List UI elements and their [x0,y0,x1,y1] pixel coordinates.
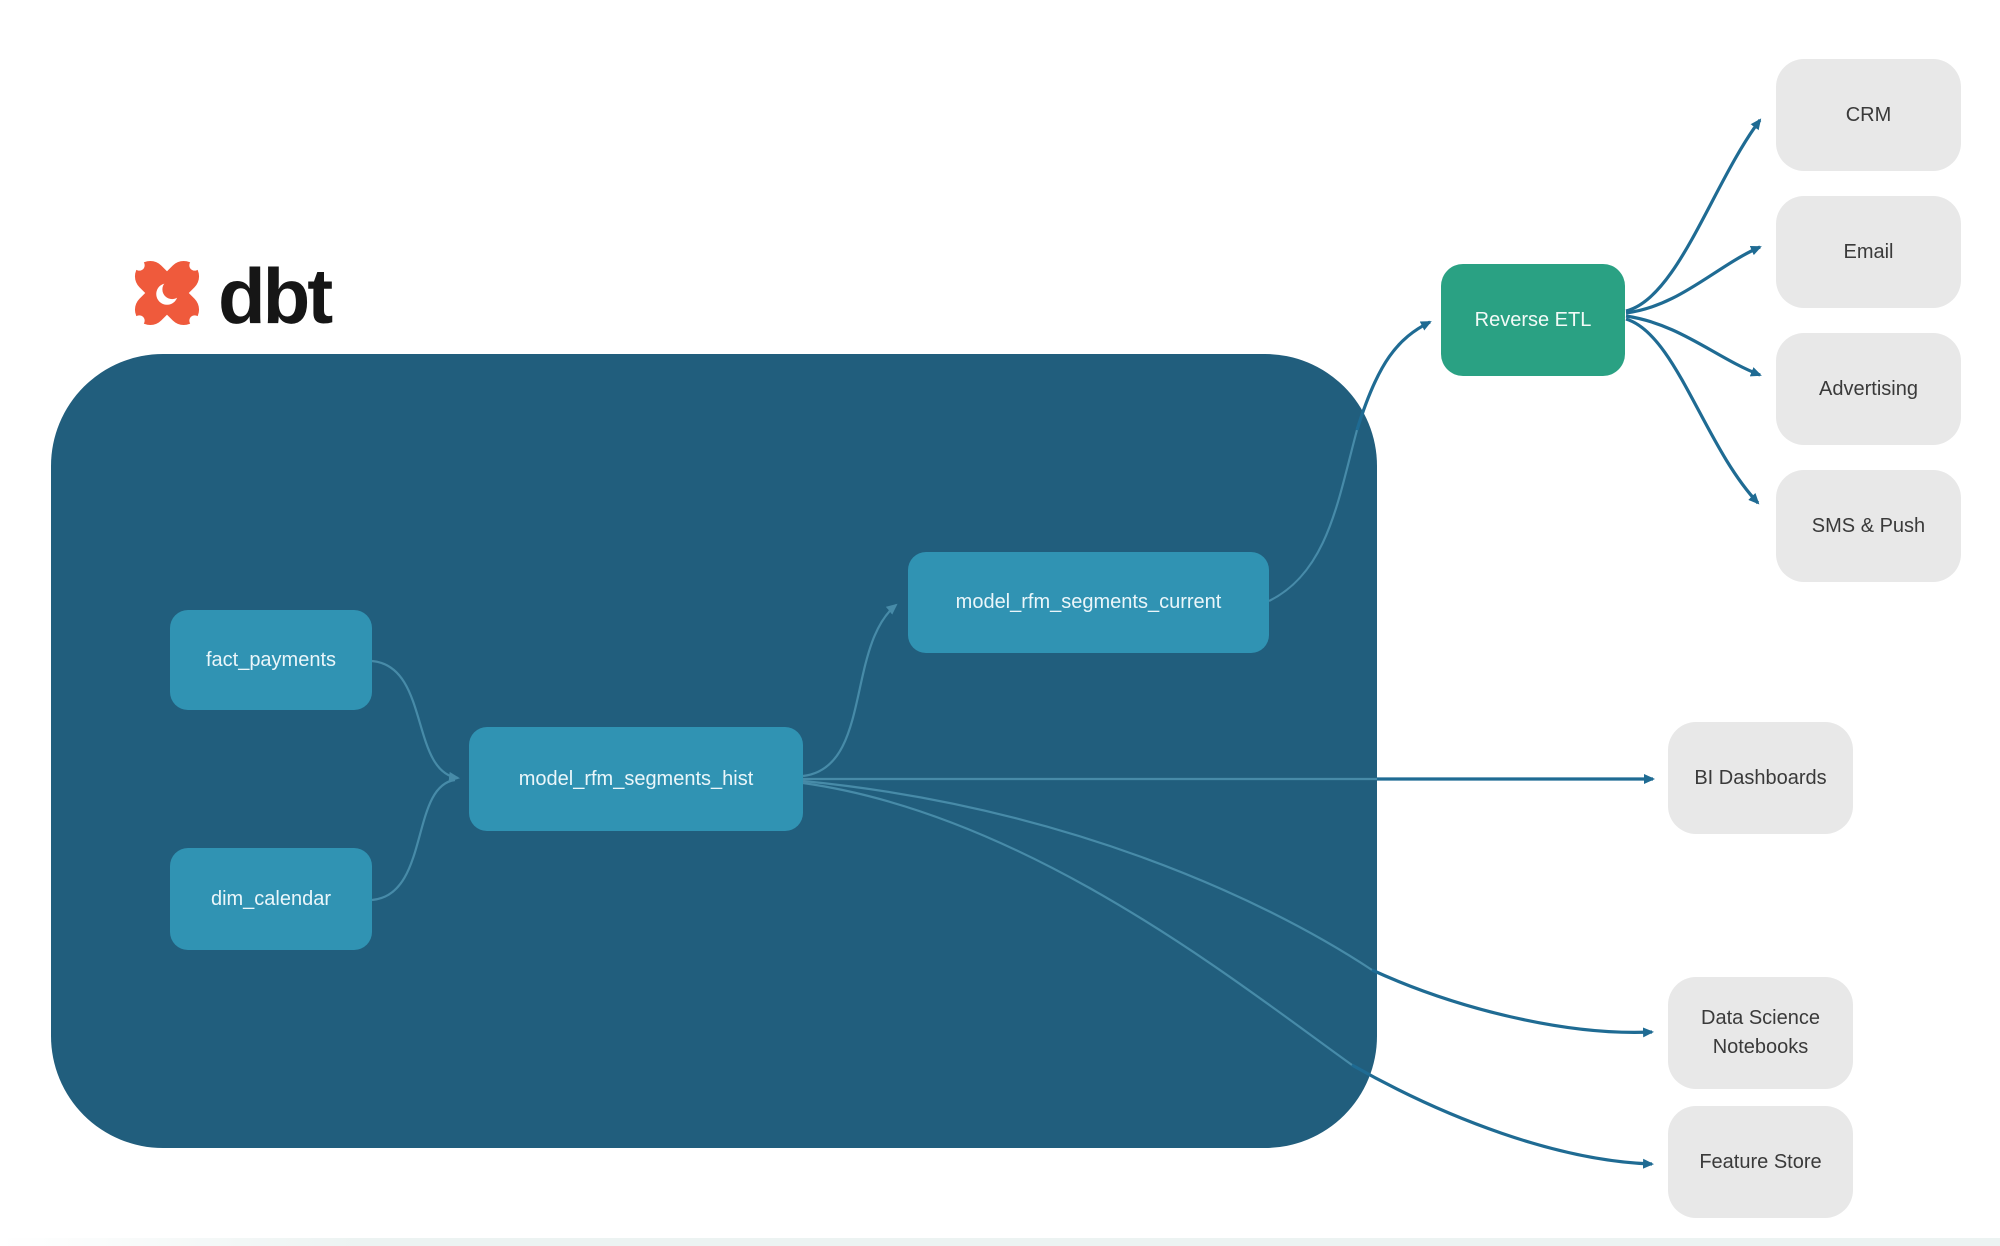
edge-hist-to-notebooks-outer [1371,968,1654,1038]
edge-reverse-etl-to-email [1625,245,1762,315]
node-sms-push: SMS & Push [1776,470,1961,582]
node-feature-store: Feature Store [1668,1106,1853,1218]
node-label: model_rfm_segments_current [955,591,1222,613]
node-label: fact_payments [205,648,337,671]
node-fact-payments: fact_payments [170,610,372,710]
node-label: CRM [1845,103,1892,126]
node-label: model_rfm_segments_hist [518,767,754,790]
node-email: Email [1776,196,1961,308]
node-reverse-etl: Reverse ETL [1441,264,1625,376]
node-label: Feature Store [1699,1150,1822,1173]
edge-current-to-reverse-etl-outer [1355,320,1432,431]
node-advertising: Advertising [1776,333,1961,445]
edge-reverse-etl-to-sms-push [1625,317,1760,505]
dbt-pinwheel-icon [126,252,208,339]
node-crm: CRM [1776,59,1961,171]
node-label: SMS & Push [1811,514,1926,537]
node-label: dim_calendar [210,887,332,910]
node-label: Advertising [1819,377,1918,400]
node-model-rfm-segments-hist: model_rfm_segments_hist [469,727,803,831]
dbt-wordmark: dbt [218,251,333,340]
edge-reverse-etl-to-advertising [1625,314,1762,377]
node-model-rfm-segments-current: model_rfm_segments_current [908,552,1269,653]
bottom-strip [0,1238,2000,1246]
node-label: Reverse ETL [1474,308,1592,331]
node-data-science-notebooks: Data Science Notebooks [1668,977,1853,1089]
edge-reverse-etl-to-crm [1625,118,1762,313]
node-label: Email [1843,240,1894,263]
node-dim-calendar: dim_calendar [170,848,372,950]
node-bi-dashboards: BI Dashboards [1668,722,1853,834]
dbt-logo: dbt [126,251,333,340]
edge-hist-to-feature-store-outer [1351,1063,1654,1169]
node-label: BI Dashboards [1694,766,1827,789]
node-label: Data Science Notebooks [1701,1007,1820,1058]
